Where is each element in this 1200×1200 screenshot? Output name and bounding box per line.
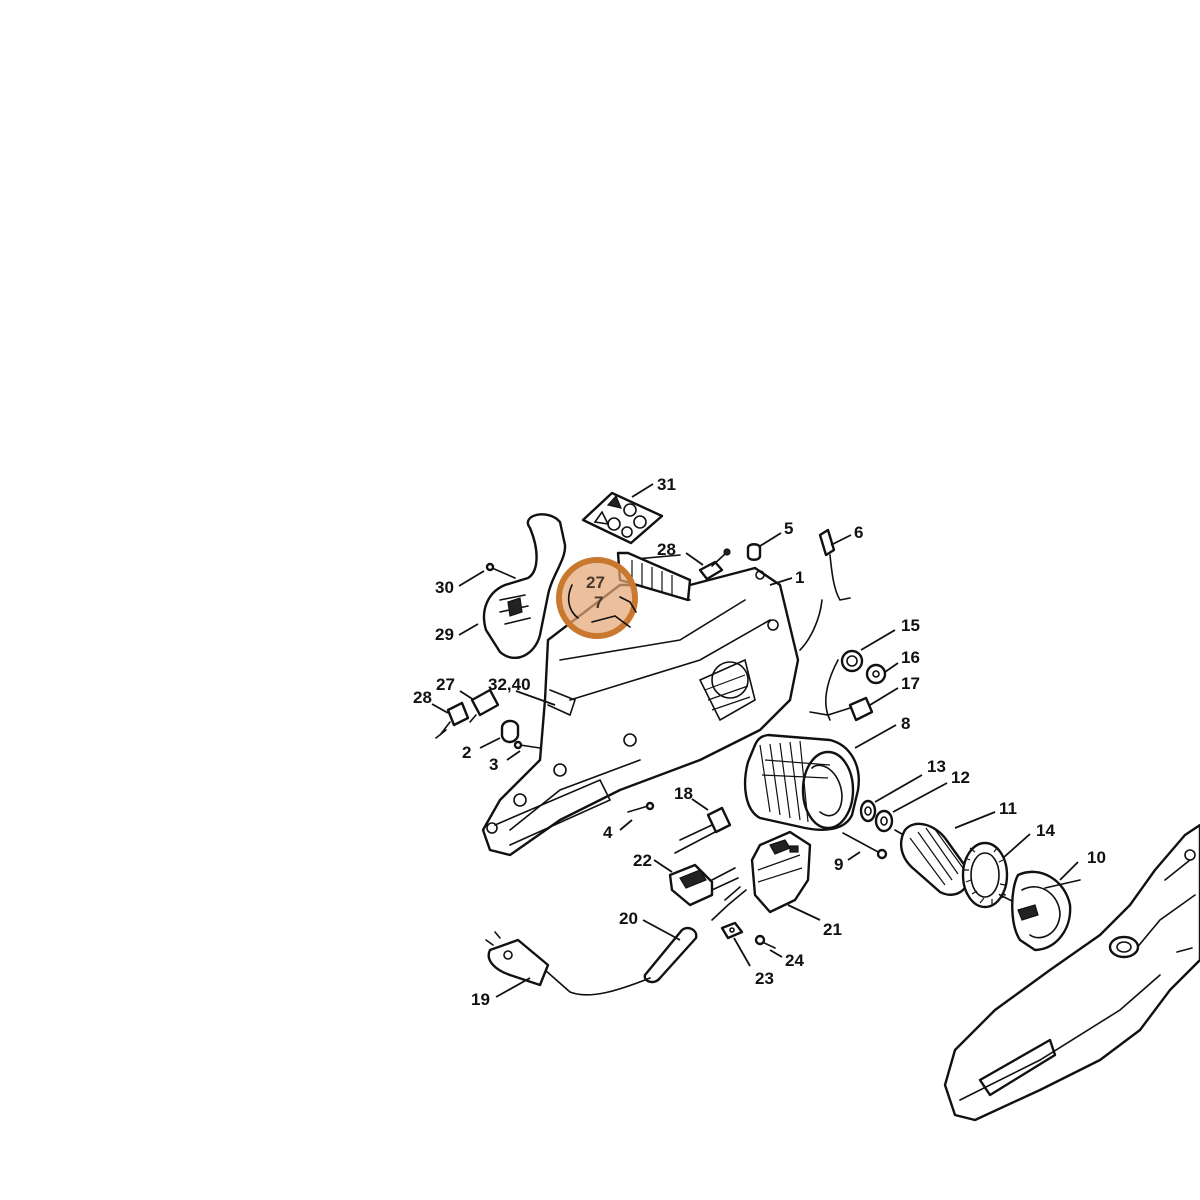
callout-21: 21 — [823, 920, 842, 939]
washer-part-16 — [865, 663, 887, 685]
suppressor-part-22 — [668, 863, 739, 907]
highlight-label-27: 27 — [586, 573, 605, 592]
callout-22: 22 — [633, 851, 652, 870]
screw-part-3 — [513, 740, 541, 750]
second-housing-part — [943, 823, 1200, 1122]
screw-part-24 — [754, 934, 776, 949]
highlight-marker: 27 7 — [556, 557, 638, 639]
rear-handle-part — [482, 513, 567, 659]
callout-23: 23 — [755, 969, 774, 988]
callout-3: 3 — [489, 755, 498, 774]
screw-part-30 — [485, 562, 516, 579]
callout-19: 19 — [471, 990, 490, 1009]
callout-2: 2 — [462, 743, 471, 762]
callout-9: 9 — [834, 855, 843, 874]
connector-part-6 — [799, 528, 851, 651]
screw-part-4 — [627, 801, 655, 813]
callout-32-40: 32,40 — [488, 675, 531, 694]
brush-holder-part-28 — [698, 548, 731, 581]
spring-part-15 — [840, 649, 864, 673]
cable-part-18 — [674, 806, 732, 854]
stator-part-8 — [743, 733, 860, 831]
main-housing-part — [481, 551, 800, 857]
callout-27: 27 — [436, 675, 455, 694]
callout-30: 30 — [435, 578, 454, 597]
clamp-part-23 — [720, 921, 744, 940]
callout-4: 4 — [603, 823, 613, 842]
callout-28b: 28 — [413, 688, 432, 707]
callout-24: 24 — [785, 951, 804, 970]
warning-decal-part — [581, 491, 664, 545]
callout-31: 31 — [657, 475, 676, 494]
callout-6: 6 — [854, 523, 863, 542]
callout-10: 10 — [1087, 848, 1106, 867]
callout-8: 8 — [901, 714, 910, 733]
callout-18: 18 — [674, 784, 693, 803]
leader-lines — [431, 483, 1079, 998]
callout-20: 20 — [619, 909, 638, 928]
brush-part-27 — [469, 688, 500, 723]
cap-part-2 — [500, 719, 520, 744]
callout-12: 12 — [951, 768, 970, 787]
callout-labels: 31 5 6 28 1 30 29 15 16 17 27 32,40 28 2… — [413, 475, 1106, 1009]
callout-15: 15 — [901, 616, 920, 635]
callout-13: 13 — [927, 757, 946, 776]
bearing-part-13 — [859, 799, 877, 823]
washer-part-12 — [874, 809, 894, 833]
power-cord-part-19-20 — [485, 886, 747, 996]
armature-part-11 — [894, 822, 1013, 909]
callout-17: 17 — [901, 674, 920, 693]
screw-part-9 — [842, 832, 888, 860]
switch-part-21 — [750, 830, 812, 914]
callout-28: 28 — [657, 540, 676, 559]
callout-16: 16 — [901, 648, 920, 667]
brush-holder-part-28b — [435, 701, 470, 739]
fan-cover-part-10 — [1011, 870, 1081, 952]
cap-part-5 — [746, 543, 762, 561]
highlight-label-7: 7 — [594, 593, 603, 612]
wire — [825, 659, 839, 721]
callout-14: 14 — [1036, 821, 1055, 840]
callout-29: 29 — [435, 625, 454, 644]
callout-1: 1 — [795, 568, 804, 587]
terminal-part-17 — [809, 696, 874, 722]
callout-5: 5 — [784, 519, 793, 538]
callout-11: 11 — [999, 799, 1017, 818]
